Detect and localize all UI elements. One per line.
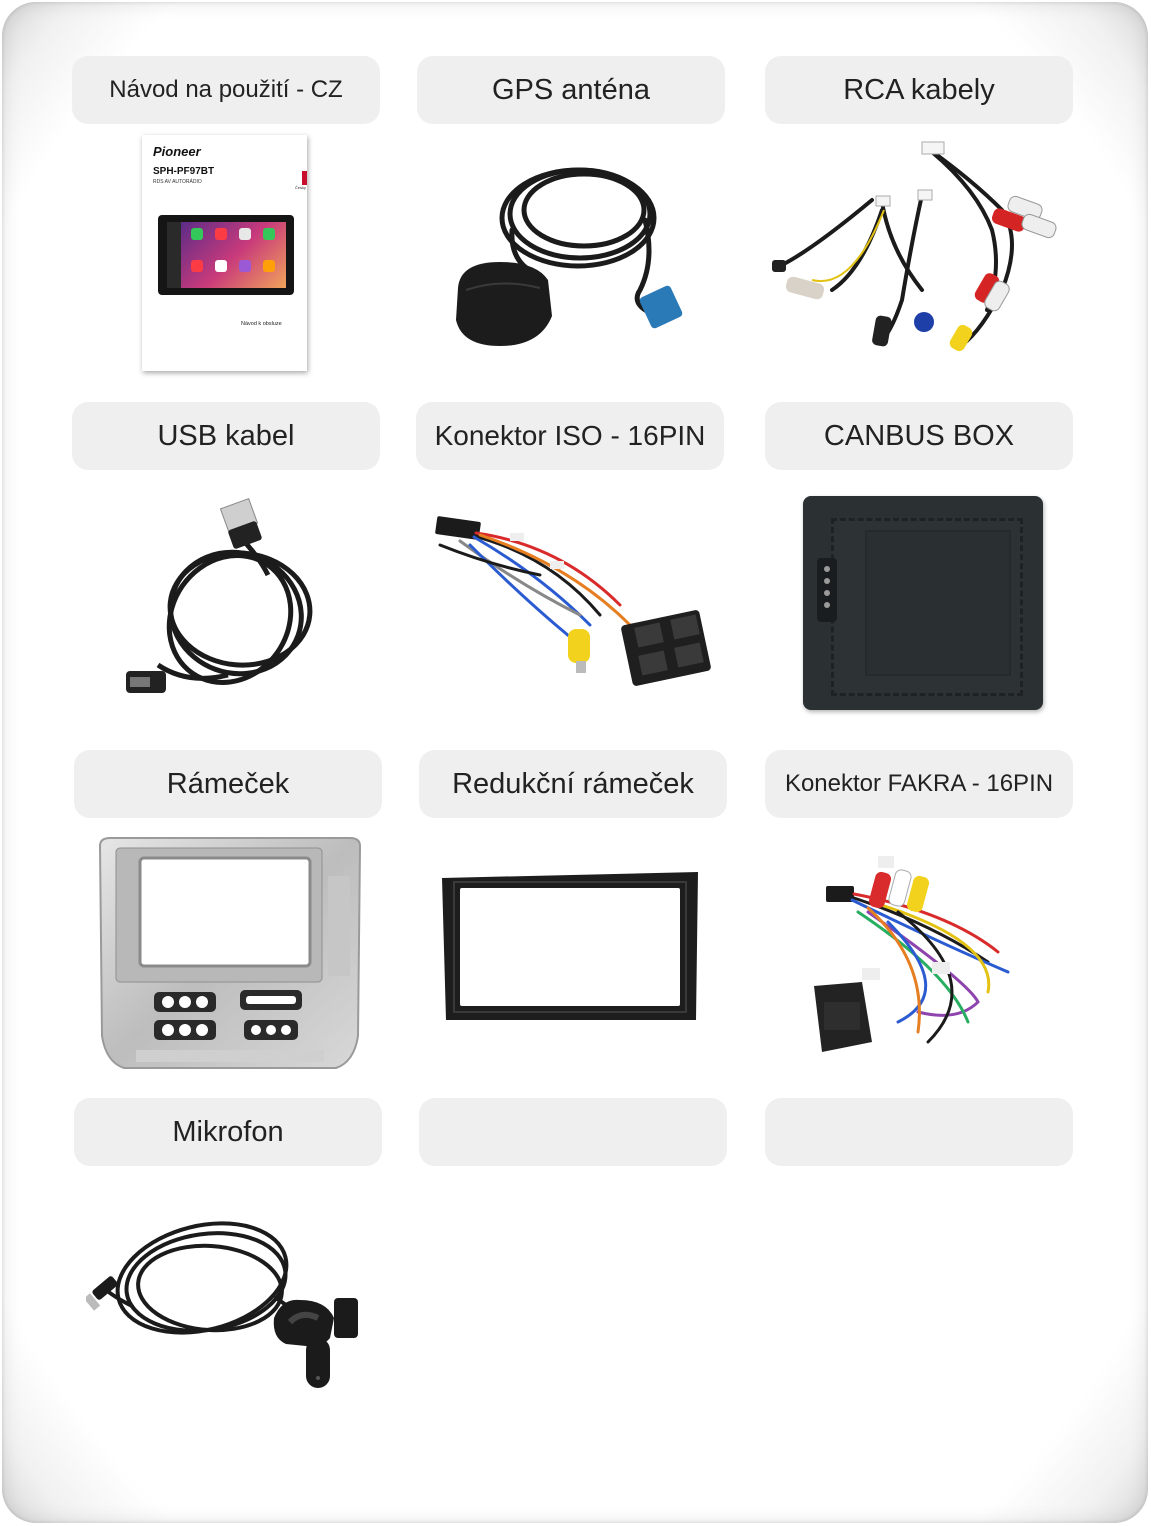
rca-cables-image	[772, 140, 1077, 370]
manual-subtitle: RDS AV AUTORÁDIO	[153, 179, 202, 185]
usb-cable-image	[118, 495, 318, 705]
label-usb-cable: USB kabel	[72, 402, 380, 470]
label-canbus-box: CANBUS BOX	[765, 402, 1073, 470]
manual-model: SPH-PF97BT	[153, 166, 215, 177]
microphone-image	[86, 1218, 364, 1396]
label-reduction-frame: Redukční rámeček	[419, 750, 727, 818]
label-iso-connector: Konektor ISO - 16PIN	[416, 402, 724, 470]
antenna-puck	[456, 262, 552, 346]
manual-side-label: Česky	[294, 185, 306, 190]
manual-footer: Návod k obsluze	[241, 321, 282, 327]
connector-port	[817, 558, 837, 622]
fakra-plug	[639, 285, 683, 329]
fakra-connector-image	[808, 852, 1028, 1060]
label-gps-antenna: GPS anténa	[417, 56, 725, 124]
label-manual: Návod na použití - CZ	[72, 56, 380, 124]
iso-plug	[621, 610, 711, 686]
silver-frame-image	[96, 836, 364, 1076]
gps-antenna-image	[440, 150, 700, 360]
label-empty-1	[419, 1098, 727, 1166]
manual-booklet-image: Pioneer SPH-PF97BT RDS AV AUTORÁDIO Česk…	[140, 135, 310, 375]
label-frame: Rámeček	[74, 750, 382, 818]
label-fakra-connector: Konektor FAKRA - 16PIN	[765, 750, 1073, 818]
iso-connector-image	[430, 505, 720, 705]
label-empty-2	[765, 1098, 1073, 1166]
canbus-box-image	[803, 496, 1043, 710]
label-rca-cables: RCA kabely	[765, 56, 1073, 124]
label-microphone: Mikrofon	[74, 1098, 382, 1166]
manual-side-tab	[302, 171, 307, 185]
radio-screen-icon	[158, 215, 294, 295]
mic-clip	[273, 1299, 334, 1347]
manual-brand: Pioneer	[153, 144, 201, 159]
reduction-frame-image	[440, 870, 702, 1024]
